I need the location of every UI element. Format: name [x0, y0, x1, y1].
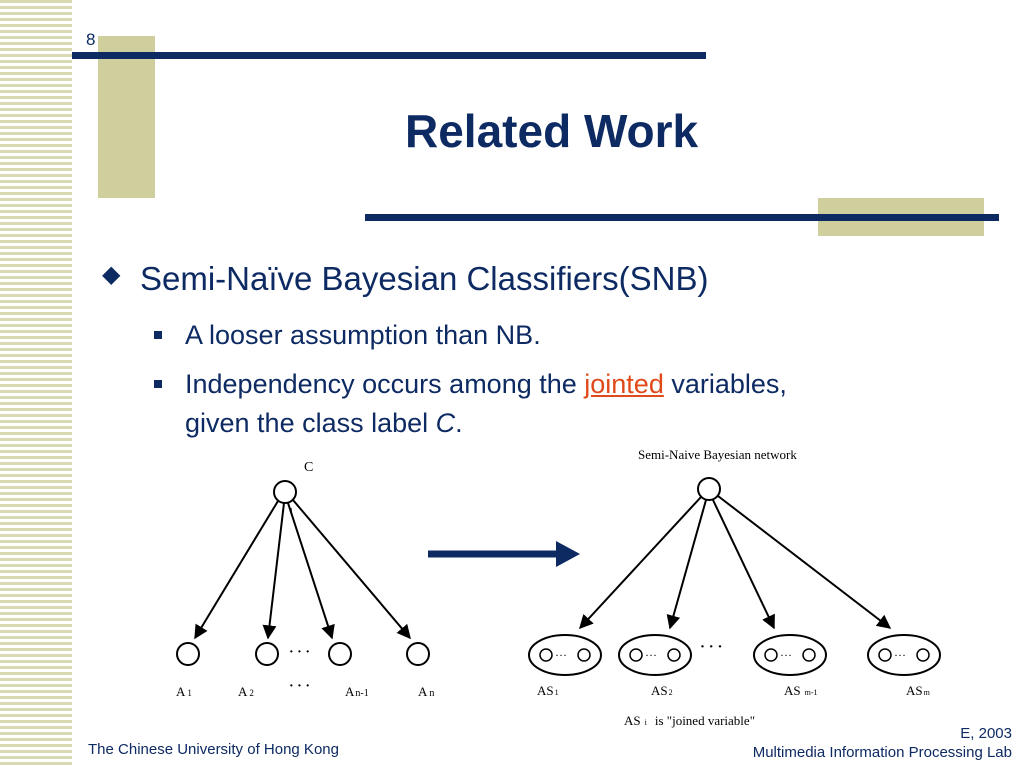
class-node: [273, 480, 297, 504]
snb-dots-between: · · ·: [700, 639, 723, 655]
attr-node-an: [406, 642, 430, 666]
svg-text:···: ···: [555, 648, 567, 662]
svg-text:···: ···: [780, 648, 792, 662]
bullet-text-main: Semi-Naïve Bayesian Classifiers(SNB): [140, 260, 709, 297]
decorative-stripes: [0, 0, 72, 768]
nb-dots-nodes: · · ·: [289, 645, 310, 660]
sub-bullet-text-2a: Independency occurs among the: [185, 369, 585, 399]
slide-title: Related Work: [405, 105, 699, 157]
bullet-list: ◆ Semi-Naïve Bayesian Classifiers(SNB) A…: [100, 260, 980, 443]
snb-label-asm: ASm: [906, 683, 931, 698]
sub-bullet-text-2b: variables,: [663, 369, 787, 399]
header-rule-top: [72, 52, 706, 59]
sub-bullet-text-1: A looser assumption than NB.: [185, 320, 541, 350]
bullet-item-main: ◆ Semi-Naïve Bayesian Classifiers(SNB): [100, 260, 980, 304]
snb-edge-3: [712, 499, 775, 630]
snb-edge-4: [717, 495, 892, 629]
edge-c-a2: [262, 502, 285, 640]
right-arrow-icon: [428, 541, 580, 567]
square-bullet-icon: [154, 331, 162, 339]
sub-bullet-text-2c: given the class label: [185, 408, 436, 438]
snb-label-as2: AS2: [651, 683, 673, 698]
attr-node-a1: [176, 642, 200, 666]
sub-bullet-item-1: A looser assumption than NB.: [100, 316, 980, 355]
diamond-bullet-icon: ◆: [102, 261, 121, 288]
class-node-label: C: [304, 460, 313, 475]
attr-label-an1: An-1: [345, 684, 369, 699]
slide-number: 8: [86, 30, 96, 49]
snb-group-node-4: ···: [867, 634, 941, 676]
snb-class-node: [697, 477, 721, 501]
decorative-tan-block-top: [98, 36, 155, 198]
edge-c-a1: [194, 500, 279, 640]
sub-bullet-item-2: Independency occurs among the jointed va…: [100, 365, 980, 443]
svg-text:···: ···: [894, 648, 906, 662]
attr-node-an1: [328, 642, 352, 666]
edge-c-an: [292, 499, 411, 640]
header-rule-bottom: [365, 214, 999, 221]
jointed-link[interactable]: jointed: [584, 369, 664, 399]
attr-node-a2: [255, 642, 279, 666]
sub-bullet-text-2d: .: [455, 408, 463, 438]
semi-naive-bayes-network: Semi-Naive Bayesian network ··· ··· ···: [528, 447, 941, 728]
class-variable: C: [435, 408, 456, 438]
snb-diagram-title: Semi-Naive Bayesian network: [638, 447, 797, 462]
nb-dots-labels: · · ·: [289, 679, 310, 694]
footer-lab-name: Multimedia Information Processing Lab: [752, 744, 1012, 761]
footer-lab: E, 2003 Multimedia Information Processin…: [753, 724, 1012, 762]
snb-edge-1: [579, 496, 702, 630]
footer-university: The Chinese University of Hong Kong: [88, 741, 339, 758]
dashed-tick: [290, 507, 293, 517]
edge-c-an1: [287, 502, 335, 640]
snb-group-node-2: ···: [618, 634, 692, 676]
svg-text:···: ···: [645, 648, 657, 662]
snb-group-node-3: ···: [753, 634, 827, 676]
snb-label-as1: AS1: [537, 683, 559, 698]
snb-group-node-1: ···: [528, 634, 602, 676]
square-bullet-icon: [154, 380, 162, 388]
footer-date: E, 2003: [960, 725, 1012, 742]
snb-edge-2: [666, 499, 707, 630]
